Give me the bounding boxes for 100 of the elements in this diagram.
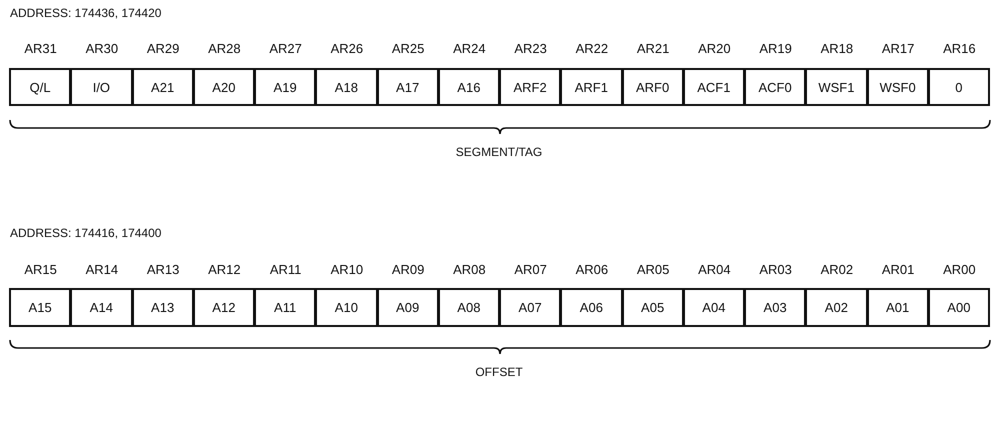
bit-number: AR13 xyxy=(146,262,180,277)
bit-field-name: A21 xyxy=(151,80,174,94)
bit-number: AR23 xyxy=(514,41,547,56)
bit-field-name: A12 xyxy=(212,300,236,315)
bit-number: AR10 xyxy=(330,262,364,277)
register-cell xyxy=(132,68,194,106)
bit-field-name: 0 xyxy=(955,80,962,94)
register-cell xyxy=(192,68,255,106)
field-caption: SEGMENT/TAG xyxy=(456,145,542,159)
bit-field-name: I/O xyxy=(92,80,110,94)
bit-number: AR02 xyxy=(820,262,854,277)
register-cell xyxy=(254,68,316,106)
register-cell xyxy=(376,288,439,327)
bit-field-name: A16 xyxy=(457,80,480,94)
register-cell xyxy=(928,68,990,106)
field-caption: OFFSET xyxy=(475,365,523,379)
bit-field-name: A15 xyxy=(28,300,52,315)
bit-field-name: A14 xyxy=(90,300,113,315)
bit-number: AR11 xyxy=(270,262,302,277)
register-cell xyxy=(70,288,132,327)
bit-number: AR14 xyxy=(86,262,118,277)
register-cell xyxy=(192,288,255,327)
bit-field-name: A04 xyxy=(702,300,726,315)
address-label: ADDRESS: 174416, 174400 xyxy=(10,226,162,240)
bit-field-name: A03 xyxy=(764,300,787,315)
register-cell xyxy=(315,288,378,327)
register-cell xyxy=(9,288,72,327)
bit-field-name: A11 xyxy=(274,300,296,315)
bit-field-name: Q/L xyxy=(30,80,51,94)
bit-field-name: A02 xyxy=(824,300,848,315)
bit-field-name: A17 xyxy=(396,80,420,94)
register-cell xyxy=(254,288,316,327)
bit-number: AR30 xyxy=(86,41,118,56)
bit-number: AR19 xyxy=(759,41,792,56)
bit-number: AR28 xyxy=(208,41,241,56)
bit-number: AR22 xyxy=(576,41,608,56)
register-cell xyxy=(560,288,622,327)
bit-number: AR25 xyxy=(392,41,424,56)
register-cell xyxy=(622,288,684,327)
bit-field-name: A09 xyxy=(396,300,420,315)
register-cell xyxy=(70,68,132,106)
bit-number: AR18 xyxy=(820,41,854,56)
bit-number: AR15 xyxy=(24,262,57,277)
bit-field-name: A20 xyxy=(212,80,236,94)
bit-number: AR24 xyxy=(453,41,486,56)
register-cell xyxy=(560,68,622,106)
address-label: ADDRESS: 174436, 174420 xyxy=(10,6,162,20)
bit-field-name: A00 xyxy=(947,300,970,315)
register-cell xyxy=(866,68,929,106)
bit-number: AR08 xyxy=(453,262,486,277)
bit-field-name: ARF2 xyxy=(514,80,547,94)
register-cell xyxy=(315,68,378,106)
register-cell xyxy=(928,288,990,327)
bit-number: AR05 xyxy=(636,262,670,277)
bit-number: AR20 xyxy=(698,41,731,56)
register-cell xyxy=(438,288,500,327)
bit-field-name: WSF0 xyxy=(880,80,916,94)
register-cell xyxy=(682,68,745,106)
bit-field-name: A19 xyxy=(274,80,297,94)
bit-field-name: A10 xyxy=(334,300,358,315)
bit-field-name: A06 xyxy=(580,300,603,315)
bit-field-name: ACF1 xyxy=(697,80,730,94)
bit-number: AR21 xyxy=(636,41,670,56)
bit-field-name: ARF0 xyxy=(636,80,670,94)
bit-field-name: A05 xyxy=(641,300,664,315)
register-cell xyxy=(805,288,868,327)
register-cell xyxy=(132,288,194,327)
bit-field-name: WSF1 xyxy=(818,80,854,94)
bit-field-name: A18 xyxy=(334,80,358,94)
bit-number: AR04 xyxy=(698,262,731,277)
register-cell xyxy=(499,68,562,106)
register-cell xyxy=(438,68,500,106)
register-cell xyxy=(499,288,562,327)
bit-number: AR31 xyxy=(24,41,57,56)
bit-number: AR27 xyxy=(269,41,302,56)
register-cell xyxy=(682,288,745,327)
register-cell xyxy=(805,68,868,106)
register-cell xyxy=(866,288,929,327)
bit-field-name: ARF1 xyxy=(574,80,608,94)
bit-number: AR07 xyxy=(514,262,547,277)
register-cell xyxy=(744,68,806,106)
bit-field-name: A13 xyxy=(151,300,174,315)
bit-field-name: A08 xyxy=(457,300,480,315)
bit-number: AR26 xyxy=(330,41,364,56)
register-cell xyxy=(9,68,72,106)
bit-field-name: A01 xyxy=(886,300,910,315)
bit-number: AR29 xyxy=(146,41,180,56)
register-cell xyxy=(744,288,806,327)
bit-number: AR01 xyxy=(882,262,914,277)
bit-number: AR16 xyxy=(943,41,976,56)
bit-number: AR06 xyxy=(576,262,608,277)
bit-number: AR17 xyxy=(882,41,914,56)
bit-field-name: A07 xyxy=(518,300,542,315)
bit-field-name: ACF0 xyxy=(758,80,792,94)
bit-number: AR00 xyxy=(943,262,976,277)
register-cell xyxy=(376,68,439,106)
bit-number: AR09 xyxy=(392,262,424,277)
bit-number: AR03 xyxy=(759,262,792,277)
register-cell xyxy=(622,68,684,106)
bit-number: AR12 xyxy=(208,262,241,277)
